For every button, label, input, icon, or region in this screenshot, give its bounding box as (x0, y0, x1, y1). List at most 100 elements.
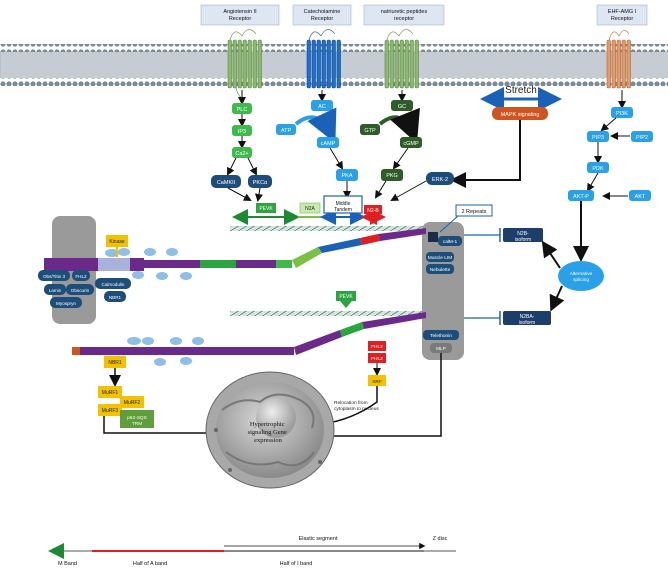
lamin-node (44, 284, 66, 295)
sarcomere-scale: M Band Half of A band Elastic segment Z … (48, 536, 456, 567)
calmodulin-label: Calmodulin (102, 282, 125, 287)
ehf-receptor-box (596, 4, 648, 26)
half-a-band-label: Half of A band (133, 561, 167, 567)
atp-label-1: ATP (281, 128, 292, 134)
fhl2b-label: FHL2 (371, 356, 383, 362)
calm-node (438, 236, 462, 246)
mapk-label: MAPK signaling (501, 112, 540, 118)
murf1-node (98, 386, 122, 398)
n2a-node (299, 202, 321, 214)
lamin-label: Lamin (49, 288, 62, 293)
myospryn-label: Myospryn (56, 301, 76, 306)
natriuretic-receptor (384, 29, 419, 89)
angiotensin-receptor (227, 29, 262, 99)
m-line-proteins: Obs/Titin 3 FHL2 Lamin Obscurin Myospryn… (38, 270, 131, 308)
nbr1-lower-label: NBR1 (108, 360, 122, 366)
ig-domains-upper (105, 248, 192, 280)
pi3k-node (611, 107, 633, 118)
two-repeats: 2 Repeats (439, 204, 493, 233)
pevk-lower-node (336, 291, 356, 301)
kinase-node (106, 235, 128, 247)
n2ba-isoform-node (503, 311, 551, 325)
murf3-label: MuRF3 (102, 408, 119, 414)
nbr1-mline-label: NBR1 (109, 295, 122, 300)
pi3k-label: PI3K (616, 111, 628, 117)
fhl2a-label: FHL2 (371, 344, 383, 350)
pevk-lower-label: PEVK (339, 294, 353, 300)
n2a-label: N2A (305, 206, 315, 212)
obscurin-titin3-label: Obs/Titin 3 (43, 274, 65, 279)
natriuretic-receptor-box (363, 4, 445, 26)
telethonin-node (423, 330, 459, 340)
catecholamine-receptor-box (292, 4, 352, 26)
catecholamine-pathway: AC ATP cAMP PKA (276, 90, 358, 199)
m-line (44, 216, 144, 324)
mapk-node (492, 107, 548, 120)
z-disc: calM-1 Muscle LIM Nebulette Telethonin M… (422, 222, 464, 360)
kinase-label: Kinase (109, 239, 125, 245)
ac-label: AC (318, 104, 326, 110)
n2b-isoform-node (503, 228, 543, 242)
alt-splicing-node (558, 261, 604, 291)
atp-node-1 (276, 124, 296, 135)
ip3-node (232, 125, 252, 136)
obscurin-node (66, 284, 94, 295)
fhl2b-node (368, 353, 386, 363)
gtp-label: GTP (364, 128, 376, 134)
ca-label: Ca2+ (235, 151, 248, 157)
plc-node (232, 103, 252, 114)
fhl2-mline-node (72, 270, 90, 281)
p62-node (120, 410, 154, 428)
gtp-node (360, 124, 380, 135)
murf2-node (120, 396, 144, 408)
angiotensin-receptor-box (200, 4, 280, 26)
calm-label: calM-1 (443, 239, 458, 245)
murf1-label: MuRF1 (102, 390, 119, 396)
n2b-node (364, 205, 382, 214)
half-i-band-label: Half of I band (280, 561, 313, 567)
muscle-lim-label: Muscle LIM (428, 255, 453, 261)
nucleus-label: Hypertrophic signaling Gene expression (248, 421, 289, 444)
angiotensin-pathway: PLC IP3 Ca2+ CaMKII PKCα (211, 90, 272, 202)
pkg-node (381, 169, 403, 181)
two-repeats-label: 2 Repeats (461, 209, 486, 215)
murf2-label: MuRF2 (124, 400, 141, 406)
pevk-node (256, 203, 276, 213)
pkcg-node (248, 175, 272, 188)
pip3-node (587, 131, 609, 142)
srf-node (368, 375, 386, 386)
n2b-isoform-label: N2B-isoform (515, 231, 531, 243)
cgmp-node (400, 137, 422, 148)
akt-p-label: AKT-P (573, 194, 589, 200)
kinase: Kinase (106, 235, 128, 257)
pip2-node (631, 131, 653, 142)
cgmp-label: cGMP (403, 141, 419, 147)
upper-filament (105, 228, 426, 280)
two-repeats-box (455, 204, 493, 217)
ig-domains-lower (127, 337, 204, 366)
pi3k-pathway: PI3K PIP3 PIP2 PDK AKT AKT-P (568, 90, 653, 262)
calmodulin-node (95, 278, 131, 289)
mlp-to-nucleus-arrow (317, 353, 442, 442)
obscurin-titin3-node (38, 270, 70, 281)
srf-label: SRF (372, 379, 382, 385)
ehf-receptor (606, 30, 631, 89)
fhl2a-node (368, 341, 386, 351)
n2b-label: N2-B (367, 208, 379, 214)
camkii-label: CaMKII (217, 180, 236, 186)
murf3-node (98, 404, 122, 416)
pkcg-label: PKCα (253, 180, 268, 186)
z-disc-label: Z disc (433, 536, 448, 542)
middle-tandem-node (323, 195, 363, 214)
natriuretic-pathway: GC GTP cGMP PKG (360, 90, 422, 199)
